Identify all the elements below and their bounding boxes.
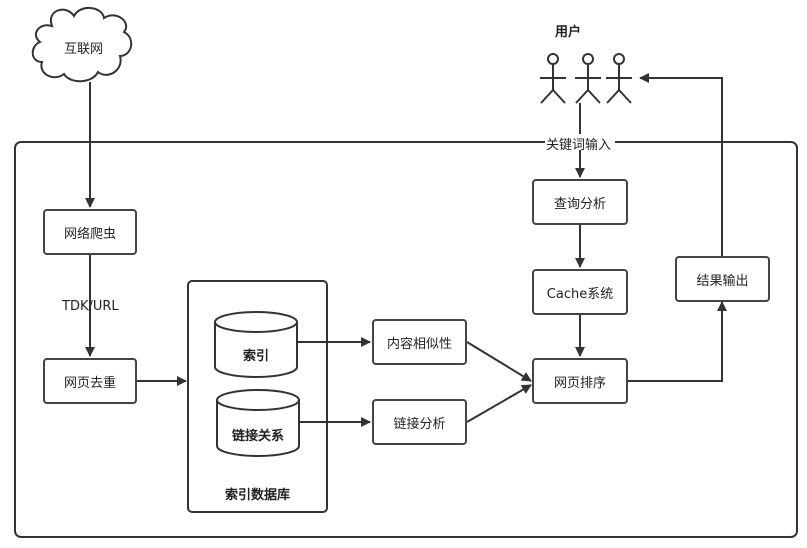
index-label: 索引: [242, 349, 269, 364]
index-cylinder: [214, 311, 298, 378]
dedup-box: 网页去重: [43, 358, 137, 404]
internet-cloud: [31, 7, 133, 83]
link-relation-label: 链接关系: [231, 429, 284, 444]
query-analysis-box: 查询分析: [532, 179, 628, 225]
link-relation-cylinder: [216, 389, 300, 457]
result-output-box: 结果输出: [675, 256, 770, 302]
link-analysis-box: 链接分析: [372, 399, 467, 445]
edge-linkanalysis-ranking: [466, 384, 532, 423]
content-similarity-box: 内容相似性: [372, 319, 467, 365]
user-label: 用户: [555, 25, 582, 40]
cache-system-box: Cache系统: [532, 269, 628, 315]
keyword-label-bg: [545, 134, 615, 150]
index-db-label: 索引数据库: [224, 488, 290, 503]
user-actors: [540, 53, 632, 104]
tdk-url-label: TDK/URL: [62, 299, 119, 314]
crawler-box: 网络爬虫: [43, 209, 137, 255]
page-ranking-box: 网页排序: [532, 358, 628, 404]
edge-output-user: [639, 73, 723, 256]
edge-ranking-output: [627, 301, 727, 382]
internet-label: 互联网: [64, 42, 104, 57]
keyword-input-label: 关键词输入: [546, 138, 612, 153]
system-boundary: [14, 141, 798, 538]
edge-similarity-ranking: [466, 341, 532, 382]
